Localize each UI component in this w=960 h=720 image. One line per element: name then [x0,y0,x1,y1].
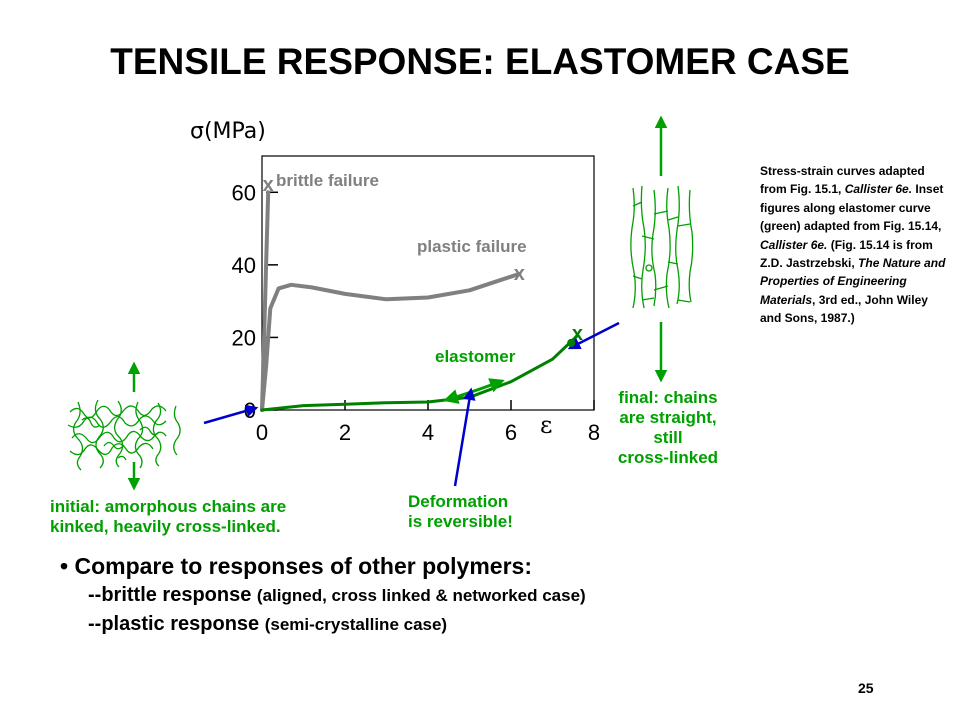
x-tick-label: 0 [256,420,268,445]
credit-text-1: Stress-strain curves adapted from Fig. 1… [760,164,925,197]
final-caption-line-4: cross-linked [617,448,719,467]
series-line [260,271,522,412]
plot-frame [261,155,595,411]
x-tick-label: 2 [339,420,351,445]
bullet-sub-brittle: --brittle response (aligned, cross linke… [60,581,940,610]
page-number: 25 [858,680,874,696]
credit-text-2: Inset figures along elastomer curve (gre… [760,182,944,234]
x-tick-label: 8 [588,420,600,445]
bullet-list: • Compare to responses of other polymers… [60,551,940,639]
y-tick-label: 60 [232,180,256,205]
bullet-main: • Compare to responses of other polymers… [60,553,532,579]
x-tick-label: 4 [422,420,434,445]
initial-caption-line-1: initial: amorphous chains are [50,497,287,516]
axis-ticks: 024680204060 [232,180,601,445]
reversible-pointer-arrow [453,387,476,487]
plastic-failure-label: plastic failure [417,237,527,256]
final-caption-line-1: final: chains [618,388,718,407]
y-axis-label: σ(MPa) [190,119,266,144]
brittle-paren: (aligned, cross linked & networked case) [256,586,586,605]
y-tick-label: 40 [232,253,256,278]
plastic-paren: (semi-crystalline case) [264,615,448,634]
failure-marker: x [263,174,274,196]
reversible-caption: Deformation is reversible! [408,492,513,532]
curves: x x x [260,174,583,412]
x-axis-label: ε [540,411,552,439]
elastomer-end-dot [567,338,576,347]
series-line [260,190,271,412]
final-caption: final: chains are straight, still cross-… [598,388,738,468]
initial-caption: initial: amorphous chains are kinked, he… [50,497,286,537]
bullet-sub-plastic: --plastic response (semi-crystalline cas… [60,610,940,639]
reversible-caption-line-2: is reversible! [408,512,513,531]
final-caption-line-2: are straight, [619,408,717,427]
x-tick-label: 6 [505,420,517,445]
plastic-lead: --plastic response [88,613,265,635]
initial-pointer-arrow [203,404,259,425]
series-line [260,334,579,412]
straight-chains-inset [630,115,694,383]
slide-title: TENSILE RESPONSE: ELASTOMER CASE [110,41,850,82]
credit-italic-1: Callister 6e. [844,182,913,197]
failure-marker: x [514,263,525,285]
brittle-failure-label: brittle failure [276,171,379,190]
reversible-caption-line-1: Deformation [408,492,509,511]
final-caption-line-3: still [653,428,683,447]
brittle-lead: --brittle response [88,584,257,606]
credit-italic-2: Callister 6e. [760,237,828,252]
credit-text-4: , 3rd ed., John Wiley and Sons, 1987.) [760,292,928,326]
y-tick-label: 20 [232,325,256,350]
figure-credit: Stress-strain curves adapted from Fig. 1… [760,162,950,328]
credit-italic-3: The Nature and Properties of Engineering… [760,256,946,307]
failure-marker: x [572,323,583,345]
bullet-main-text: Compare to responses of other polymers: [74,553,532,579]
elastomer-label: elastomer [435,347,516,366]
amorphous-chains-inset [67,361,181,491]
credit-text-3: (Fig. 15.14 is from Z.D. Jastrzebski, [760,237,933,271]
final-pointer-arrow [567,321,620,350]
initial-caption-line-2: kinked, heavily cross-linked. [50,517,281,536]
